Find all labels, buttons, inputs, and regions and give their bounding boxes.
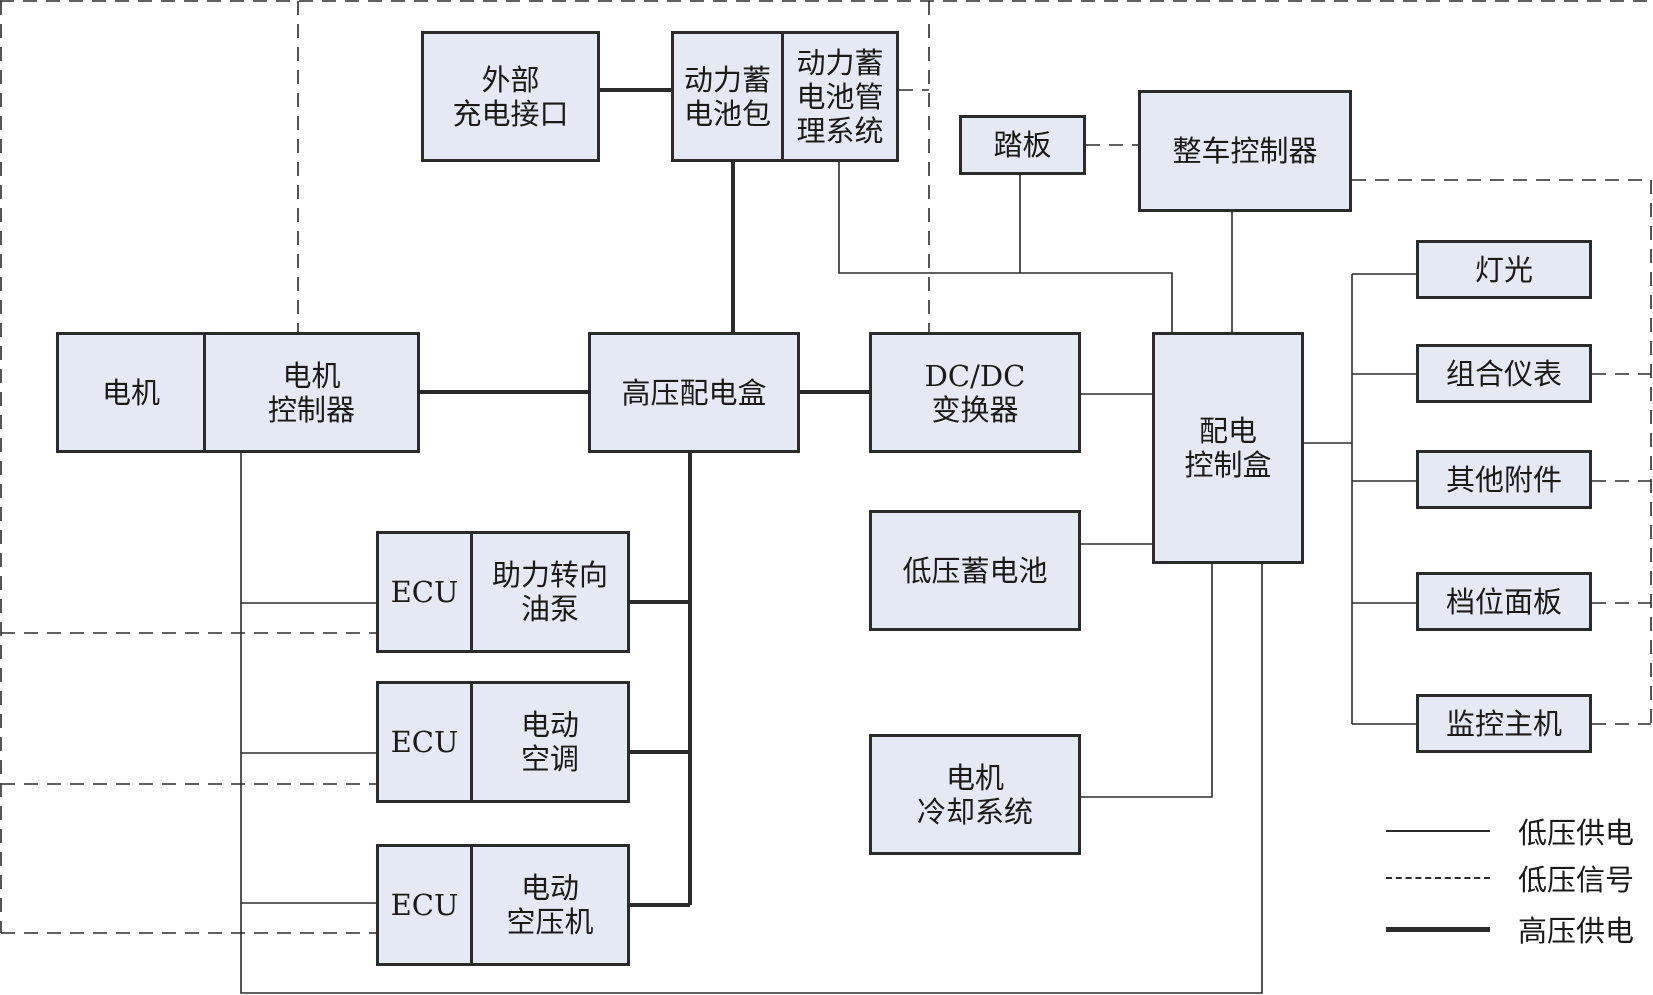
lv-bms-to-pdu: [838, 162, 1173, 332]
legend-dashed-line-swatch: [1386, 877, 1490, 879]
ac-ecu-label: ECU: [390, 725, 459, 759]
instrument-cluster-box: 组合仪表: [1416, 344, 1592, 403]
motor-box: 电机 电机 控制器: [56, 332, 420, 453]
bms-label: 动力蓄 电池管 理系统: [796, 45, 884, 148]
motor-cooling-box: 电机 冷却系统: [869, 734, 1081, 855]
motor-divider: [203, 335, 206, 450]
legend-item-hv-power: 高压供电: [1386, 908, 1634, 950]
lv-left-bus: [240, 453, 1263, 994]
compressor-ecu-label: ECU: [390, 888, 459, 922]
steering-divider: [470, 534, 473, 650]
dcdc-converter-box: DC/DC 变换器: [869, 332, 1081, 453]
hv-distribution-box: 高压配电盒: [588, 332, 800, 453]
legend-thin-line-swatch: [1386, 830, 1490, 832]
motor-controller-label: 电机 控制器: [267, 358, 355, 427]
lights-box: 灯光: [1416, 240, 1592, 299]
legend-thick-line-swatch: [1386, 926, 1490, 932]
battery-pack-label: 动力蓄 电池包: [683, 62, 771, 131]
steering-pump-label: 助力转向 油泵: [491, 558, 608, 626]
monitor-host-box: 监控主机: [1416, 694, 1592, 753]
steering-ecu-label: ECU: [390, 575, 459, 609]
external-charge-port-label: 外部 充电接口: [452, 62, 569, 131]
battery-pack-box: 动力蓄 电池包 动力蓄 电池管 理系统: [671, 31, 899, 162]
pedal-box: 踏板: [959, 115, 1086, 175]
hv-distribution-label: 高压配电盒: [621, 375, 767, 410]
electric-ac-label: 电动 空调: [520, 708, 579, 776]
legend-label-hv-power: 高压供电: [1518, 914, 1635, 948]
ac-divider: [470, 684, 473, 800]
gear-panel-label: 档位面板: [1445, 584, 1562, 619]
distribution-control-label: 配电 控制盒: [1184, 414, 1272, 482]
battery-pack-divider: [781, 34, 784, 159]
gear-panel-box: 档位面板: [1416, 572, 1592, 631]
other-accessories-box: 其他附件: [1416, 450, 1592, 509]
vehicle-controller-box: 整车控制器: [1138, 90, 1352, 212]
lv-battery-box: 低压蓄电池: [869, 510, 1081, 631]
pedal-label: 踏板: [993, 128, 1052, 162]
lv-pdu-to-cooling: [1081, 564, 1213, 798]
monitor-host-label: 监控主机: [1445, 706, 1562, 741]
distribution-control-box: 配电 控制盒: [1152, 332, 1304, 564]
lv-battery-label: 低压蓄电池: [902, 553, 1048, 588]
legend-item-lv-signal: 低压信号: [1386, 857, 1634, 899]
air-compressor-box: ECU 电动 空压机: [376, 844, 630, 966]
vehicle-controller-label: 整车控制器: [1172, 134, 1318, 168]
steering-pump-box: ECU 助力转向 油泵: [376, 531, 630, 653]
external-charge-port-box: 外部 充电接口: [421, 31, 600, 162]
motor-label: 电机: [101, 375, 160, 410]
motor-cooling-label: 电机 冷却系统: [916, 760, 1033, 829]
instrument-cluster-label: 组合仪表: [1445, 356, 1562, 391]
compressor-divider: [470, 847, 473, 963]
legend-item-lv-power: 低压供电: [1386, 810, 1634, 852]
legend-label-lv-power: 低压供电: [1518, 816, 1635, 850]
legend-label-lv-signal: 低压信号: [1518, 863, 1635, 897]
other-accessories-label: 其他附件: [1445, 462, 1562, 497]
electric-ac-box: ECU 电动 空调: [376, 681, 630, 803]
dcdc-converter-label: DC/DC 变换器: [924, 358, 1026, 427]
lights-label: 灯光: [1474, 252, 1533, 287]
air-compressor-label: 电动 空压机: [506, 871, 594, 939]
